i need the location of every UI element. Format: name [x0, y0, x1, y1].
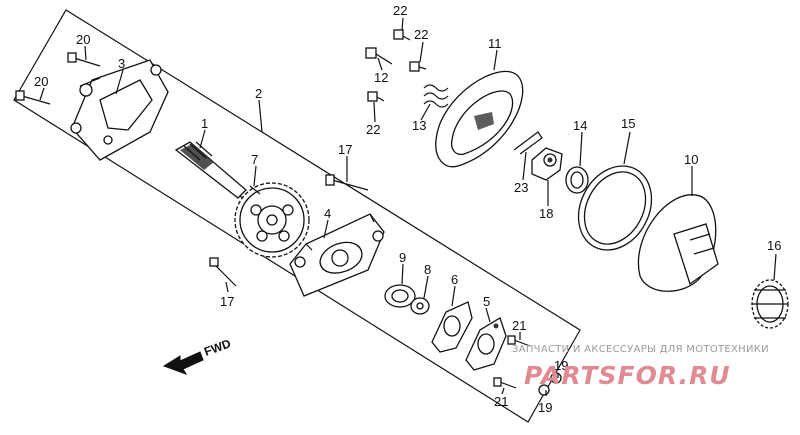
- callout-22c: 22: [366, 122, 380, 137]
- assembly-outline: [13, 9, 581, 423]
- part-8-inner-rotor: [410, 297, 430, 315]
- callout-16: 16: [767, 238, 781, 253]
- callout-20b: 20: [34, 74, 48, 89]
- callout-17b: 17: [220, 294, 234, 309]
- callout-19b: 19: [538, 400, 552, 415]
- watermark: ЗАПЧАСТИ И АКСЕССУАРЫ ДЛЯ МОТОТЕХНИКИ PA…: [512, 344, 769, 390]
- callout-3: 3: [118, 56, 125, 71]
- part-22-bolt-a: [393, 29, 411, 41]
- callout-7: 7: [251, 152, 258, 167]
- callout-17a: 17: [338, 142, 352, 157]
- part-22-bolt-b: [409, 61, 427, 72]
- callout-20a: 20: [76, 32, 90, 47]
- part-22-bolt-c: [367, 91, 385, 102]
- callout-6: 6: [451, 272, 458, 287]
- callout-labels: 20 20 3 2 1 7 17 17 4 9 8 6 5 21 21 19 1…: [34, 3, 781, 415]
- callout-18: 18: [539, 206, 553, 221]
- forward-direction-indicator: FWD: [162, 336, 233, 375]
- callout-14: 14: [573, 118, 587, 133]
- part-12-bolt: [365, 47, 393, 65]
- part-16-gear: [751, 279, 789, 329]
- fwd-label: FWD: [202, 336, 233, 359]
- part-17-bolt-a: [325, 174, 369, 191]
- fwd-arrow-icon: [162, 351, 204, 375]
- callout-9: 9: [399, 250, 406, 265]
- part-15-gasket-ring: [577, 165, 653, 251]
- callout-13: 13: [412, 118, 426, 133]
- callout-19a: 19: [554, 358, 568, 373]
- part-6-gasket: [431, 301, 473, 353]
- callout-5: 5: [483, 294, 490, 309]
- part-14-washer: [565, 166, 589, 194]
- part-18-collar: [531, 147, 563, 181]
- part-11-strainer-cover: [435, 70, 524, 168]
- part-4-pump-body: [289, 213, 385, 297]
- leader-lines: [39, 17, 777, 396]
- part-1-shaft: [174, 141, 263, 215]
- callout-11: 11: [488, 36, 502, 51]
- watermark-logo: PARTSFOR.RU: [524, 361, 731, 390]
- part-7-pin: [249, 185, 261, 195]
- callout-12: 12: [374, 70, 388, 85]
- callout-22a: 22: [393, 3, 407, 18]
- callout-4: 4: [324, 206, 331, 221]
- part-2-gear: [234, 182, 310, 258]
- callout-23: 23: [514, 180, 528, 195]
- callout-8: 8: [424, 262, 431, 277]
- part-20-bolt-b: [15, 90, 51, 105]
- part-21-screw-a: [507, 335, 531, 347]
- part-20-bolt-a: [67, 52, 101, 67]
- callout-1: 1: [201, 116, 208, 131]
- part-10-housing: [637, 194, 719, 292]
- part-21-screw-b: [493, 377, 517, 389]
- callout-21b: 21: [494, 394, 508, 409]
- callout-10: 10: [684, 152, 698, 167]
- part-13-spring: [423, 84, 449, 108]
- callout-2: 2: [255, 86, 262, 101]
- callout-21a: 21: [512, 318, 526, 333]
- part-5-cover-plate: [465, 317, 507, 371]
- part-17-bolt-b: [209, 257, 237, 287]
- callout-15: 15: [621, 116, 635, 131]
- part-9-outer-rotor: [384, 284, 416, 308]
- part-3-rear-cover: [70, 59, 169, 161]
- callout-22b: 22: [414, 27, 428, 42]
- part-23-clip: [513, 131, 543, 155]
- watermark-tagline: ЗАПЧАСТИ И АКСЕССУАРЫ ДЛЯ МОТОТЕХНИКИ: [512, 344, 769, 355]
